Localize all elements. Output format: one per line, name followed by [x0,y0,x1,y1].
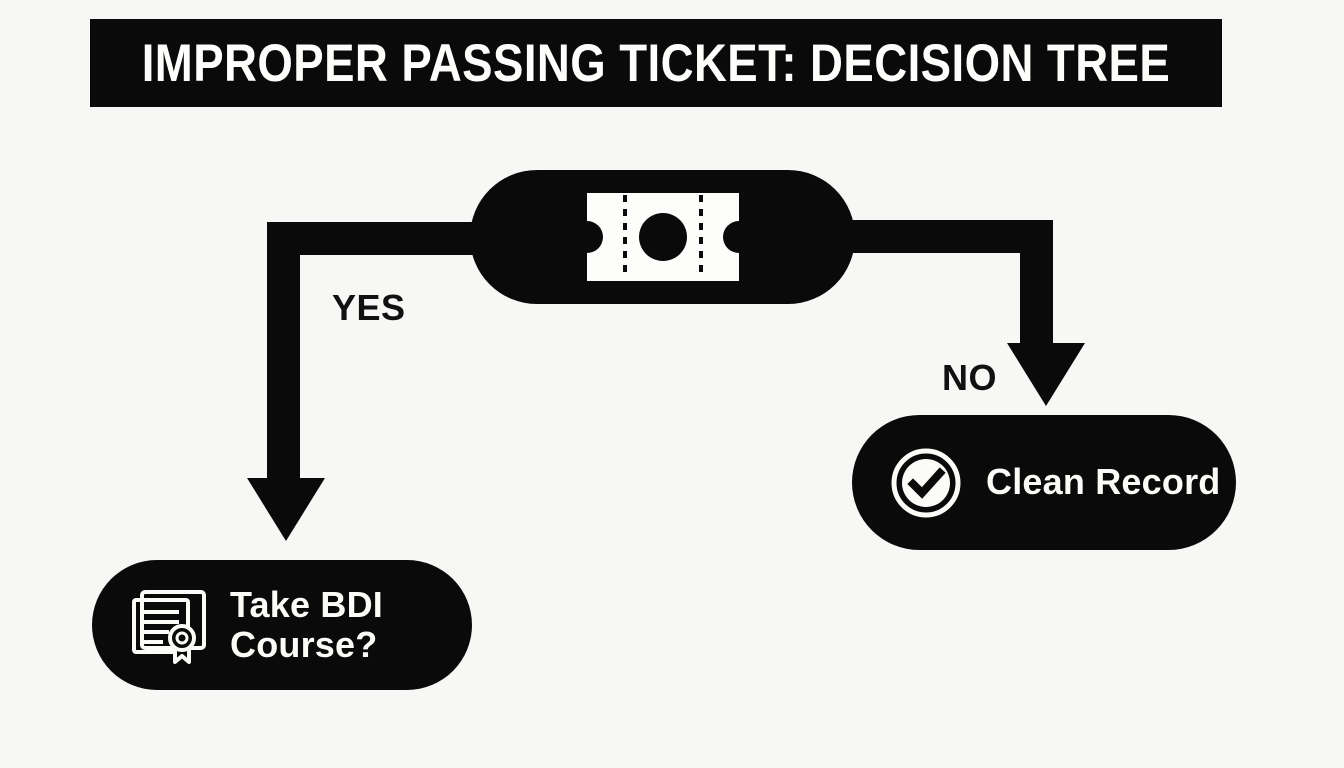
connector-no [820,220,1085,406]
outcome-label-clean-record: Clean Record [986,461,1221,503]
outcome-label-take-bdi-course: Take BDI Course? [230,583,383,666]
page-title: IMPROPER PASSING TICKET: DECISION TREE [141,33,1171,93]
branch-label-no: NO [942,357,997,398]
certificate-icon [132,590,206,664]
title-banner: IMPROPER PASSING TICKET: DECISION TREE [90,19,1222,107]
circle-check-icon [891,448,961,517]
outcome-label-line-2: Course? [230,624,378,665]
connector-yes [247,222,500,541]
branch-label-yes: YES [332,287,406,328]
outcome-label-line-1: Take BDI [230,583,383,625]
decision-node-ticket[interactable] [470,170,855,304]
outcome-take-bdi-course[interactable]: Take BDI Course? [92,560,472,690]
outcome-clean-record[interactable]: Clean Record [852,415,1236,550]
ticket-icon [586,193,739,281]
